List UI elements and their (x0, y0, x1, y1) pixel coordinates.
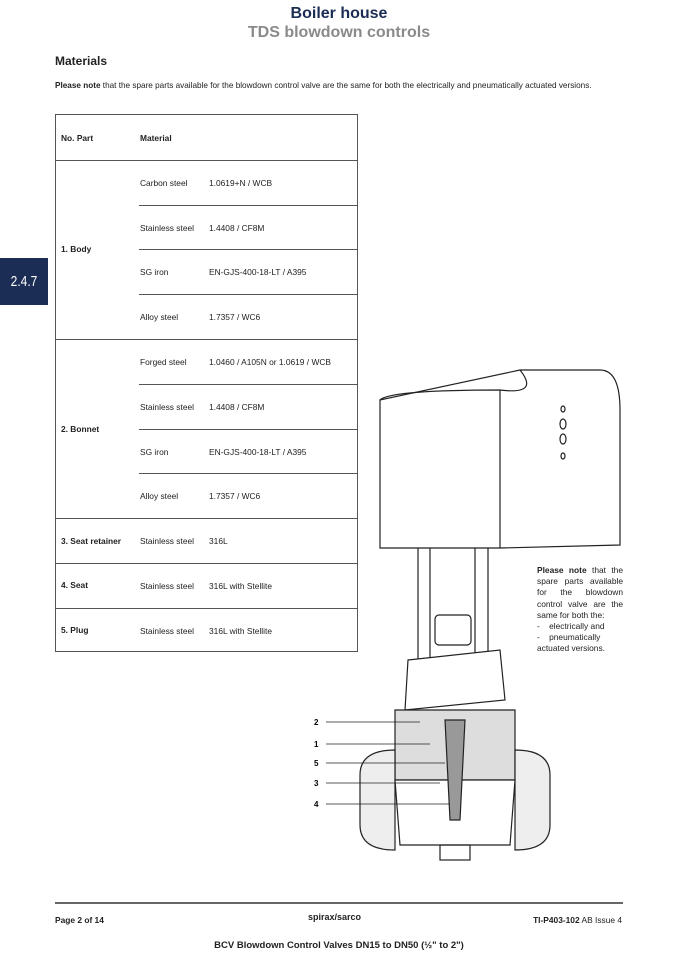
material-type: Alloy steel (140, 491, 179, 502)
side-note-item: pneumatically (549, 632, 601, 643)
material-spec: 316L with Stellite (209, 625, 273, 636)
material-spec: 1.0619+N / WCB (209, 177, 273, 188)
materials-table: No. Part Material 1. Body Carbon steel 1.061… (55, 114, 358, 652)
part-name: 3. Seat retainer (61, 535, 122, 546)
row-divider (139, 383, 357, 385)
materials-note: Please note that the spare parts availab… (55, 80, 635, 91)
material-type: Stainless steel (140, 401, 194, 412)
group-divider (56, 607, 357, 609)
table-header-part: No. Part (61, 133, 94, 143)
ref-code: TI-P403-102 (533, 915, 580, 925)
group-divider (56, 518, 357, 520)
side-note: Please note that the spare parts availab… (537, 565, 623, 654)
page-number: Page 2 of 14 (55, 915, 104, 925)
table-header-material: Material (140, 133, 172, 143)
material-type: Stainless steel (140, 536, 194, 547)
callout-2: 2 (314, 718, 319, 727)
row-divider (139, 473, 357, 475)
material-spec: 1.0460 / A105N or 1.0619 / WCB (209, 357, 331, 367)
material-spec: EN-GJS-400-18-LT / A395 (209, 446, 307, 457)
material-type: SG iron (140, 446, 169, 457)
material-type: Stainless steel (140, 222, 194, 233)
footer-divider (55, 902, 623, 904)
note-bold: Please note (55, 81, 101, 90)
section-tab: 2.4.7 (0, 258, 48, 305)
document-reference: TI-P403-102 AB Issue 4 (533, 915, 622, 925)
ref-issue: AB Issue 4 (579, 915, 622, 925)
material-type: SG iron (140, 267, 169, 278)
material-spec: 316L with Stellite (209, 581, 273, 591)
row-divider (139, 204, 357, 206)
row-divider (139, 249, 357, 251)
section-heading: Materials (55, 54, 108, 68)
material-spec: 1.7357 / WC6 (209, 312, 261, 323)
part-name: 5. Plug (61, 625, 89, 636)
part-name: 4. Seat (61, 580, 89, 591)
material-spec: 316L (209, 536, 228, 547)
note-text: that the spare parts available for the b… (100, 81, 592, 90)
material-type: Alloy steel (140, 312, 179, 323)
page-title: Boiler house (290, 5, 388, 22)
callout-3: 3 (314, 779, 319, 788)
material-spec: 1.4408 / CF8M (209, 222, 265, 233)
group-divider (56, 159, 357, 161)
material-type: Stainless steel (140, 581, 194, 591)
side-note-text: that the spare parts available for the b… (537, 565, 623, 620)
row-divider (139, 294, 357, 296)
material-spec: EN-GJS-400-18-LT / A395 (209, 267, 307, 278)
material-type: Carbon steel (140, 177, 188, 188)
material-type: Forged steel (140, 357, 187, 367)
callout-4: 4 (314, 800, 319, 809)
side-note-bold: Please note (537, 565, 587, 575)
callout-1: 1 (314, 740, 319, 749)
part-name: 1. Body (61, 244, 92, 255)
material-type: Stainless steel (140, 625, 194, 636)
callout-5: 5 (314, 759, 319, 768)
side-note-end: actuated versions. (537, 643, 605, 654)
group-divider (56, 339, 357, 340)
footer-title: BCV Blowdown Control Valves DN15 to DN50… (214, 940, 464, 951)
material-spec: 1.7357 / WC6 (209, 491, 261, 502)
valve-illustration: 2 1 5 3 4 (314, 369, 621, 861)
spirax-sarco-logo: spirax/sarco (308, 912, 362, 922)
material-spec: 1.4408 / CF8M (209, 401, 265, 412)
side-note-item: electrically and (549, 621, 605, 632)
row-divider (139, 428, 357, 430)
page-subtitle: TDS blowdown controls (247, 24, 431, 41)
part-name: 2. Bonnet (61, 423, 100, 434)
group-divider (56, 563, 357, 564)
